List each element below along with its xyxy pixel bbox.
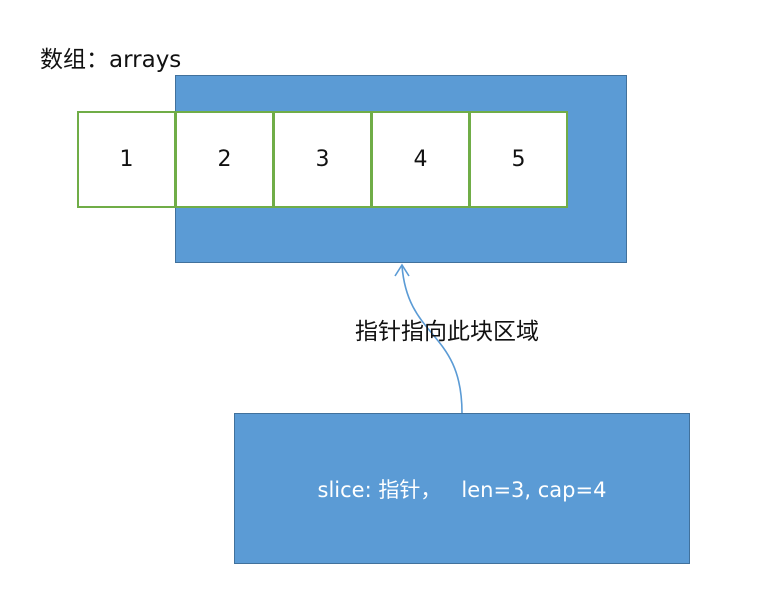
array-cell-5: 5: [469, 111, 568, 208]
array-title: 数组：arrays: [40, 47, 182, 73]
pointer-arrow-head: [394, 263, 410, 277]
slice-header-text: slice: 指针， len=3, cap=4: [317, 477, 607, 502]
pointer-caption: 指针指向此块区域: [355, 319, 539, 345]
array-cell-2: 2: [175, 111, 274, 208]
pointer-arrow-line: [401, 265, 463, 414]
array-cell-1: 1: [77, 111, 176, 208]
slice-header-box: slice: 指针， len=3, cap=4: [234, 413, 690, 564]
